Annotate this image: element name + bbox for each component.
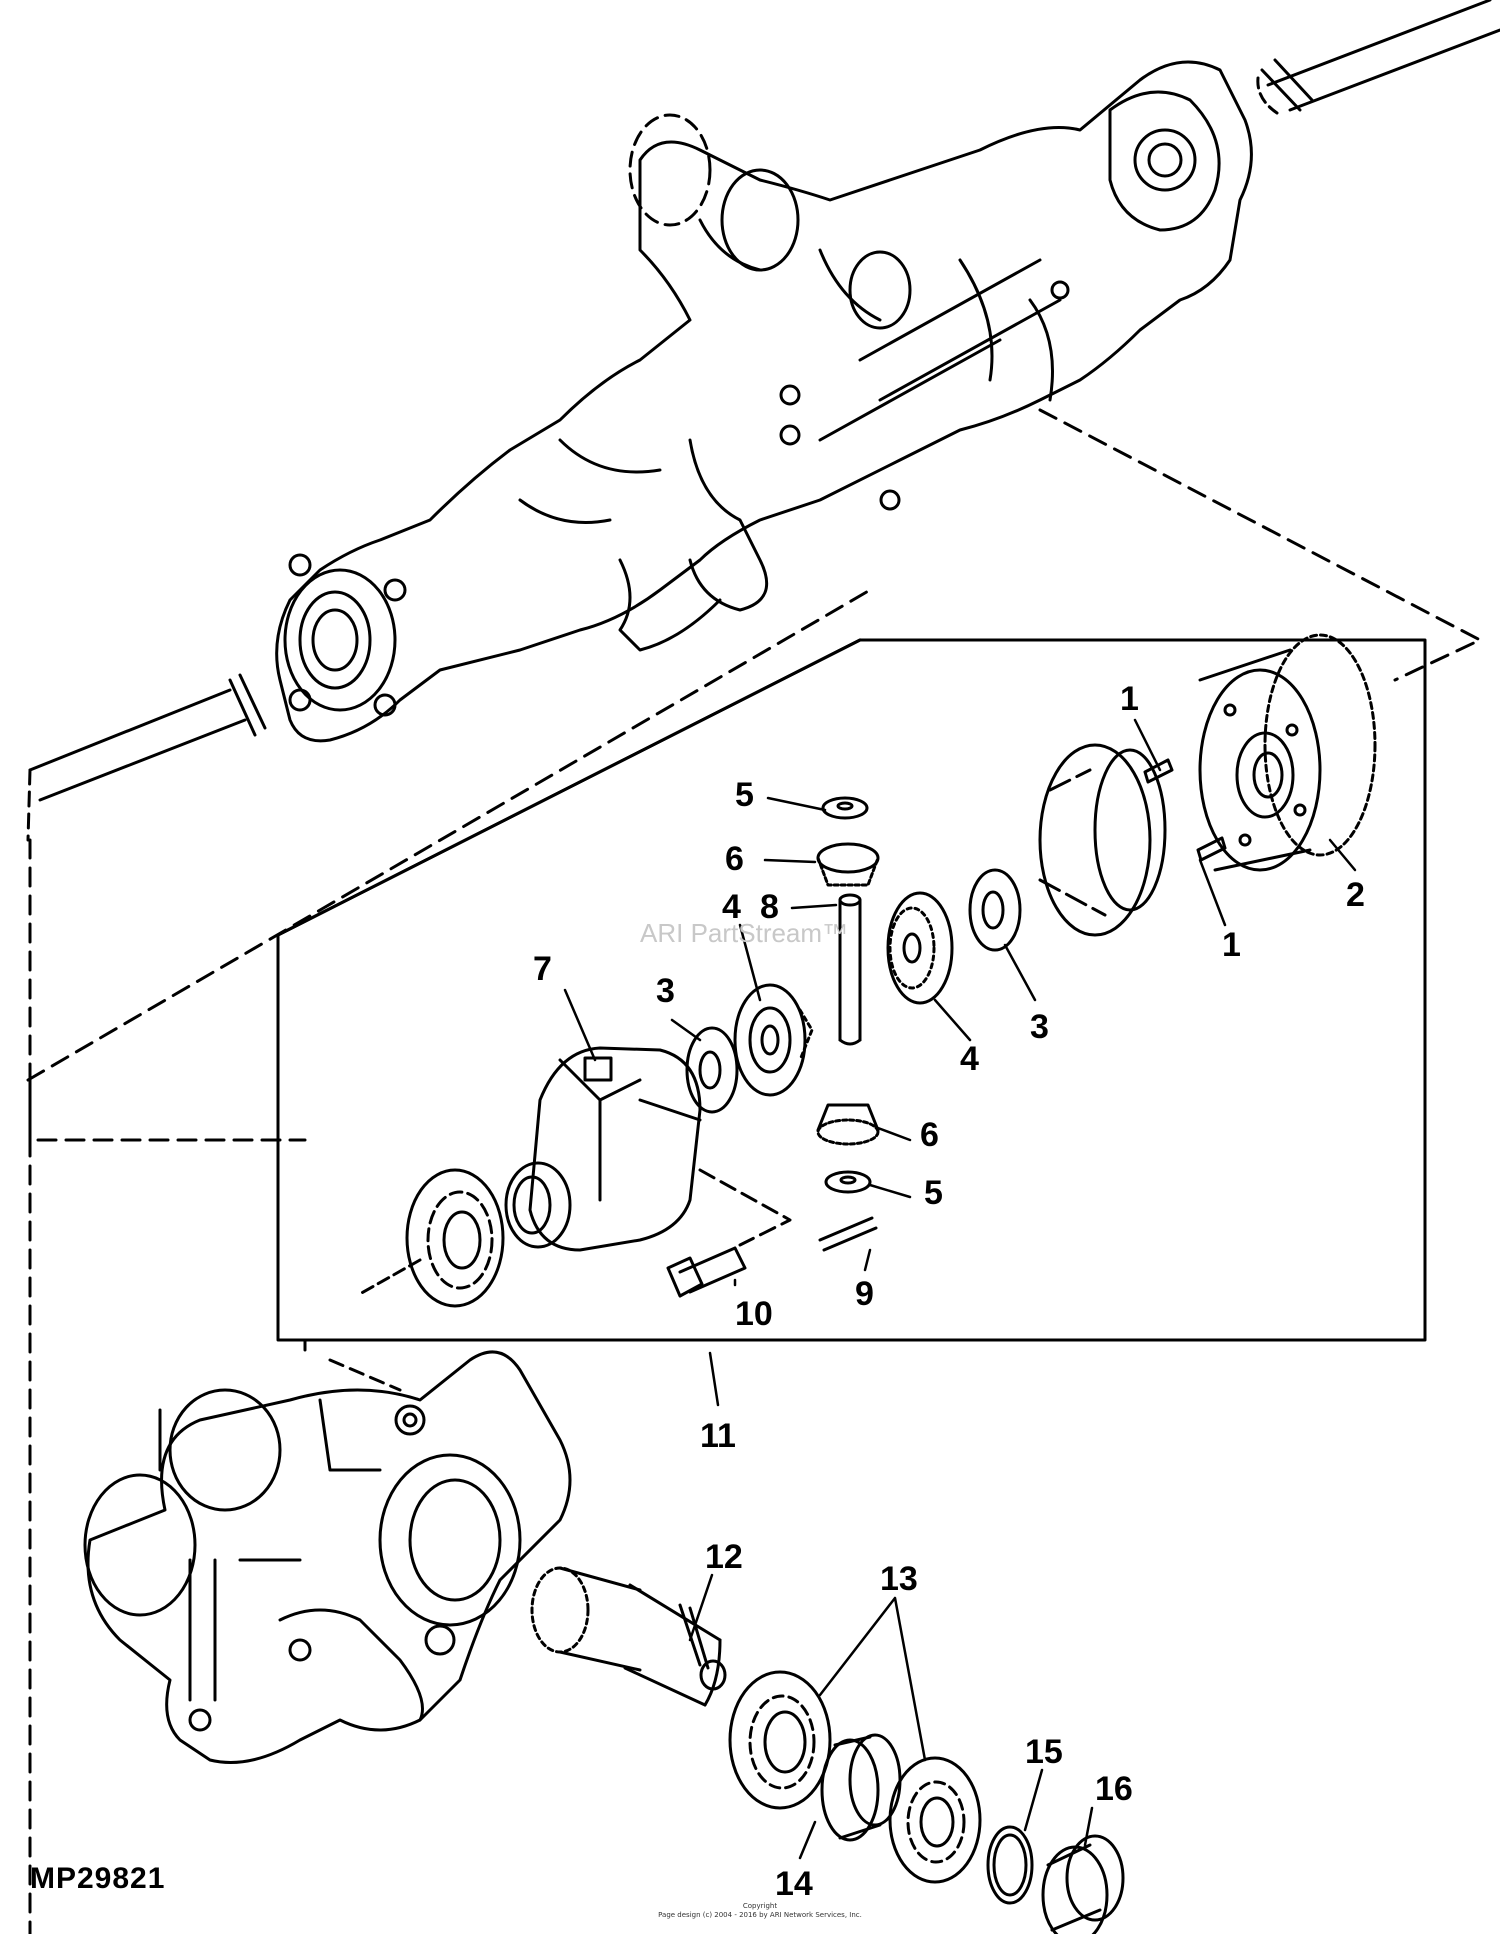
callout-11: 11 [700, 1417, 736, 1455]
callout-7: 7 [533, 950, 552, 988]
differential-case [504, 1046, 792, 1252]
pinion-shaft [530, 1566, 727, 1707]
callout-1-lower: 1 [1222, 926, 1241, 964]
pinion-gear-lower [816, 1103, 880, 1146]
callout-6-upper: 6 [725, 840, 744, 878]
case-bearing [405, 1168, 505, 1308]
thrust-washer-left [685, 1026, 739, 1114]
differential-assembly-outline [276, 638, 1427, 1342]
callout-14: 14 [775, 1865, 813, 1903]
callout-15: 15 [1025, 1733, 1063, 1771]
pinion-bearing-front [728, 1670, 832, 1810]
cap-screw [666, 1246, 747, 1298]
callout-8: 8 [760, 888, 779, 926]
pinion-bearing-rear [888, 1756, 982, 1884]
callout-4-left: 4 [722, 888, 741, 926]
oil-seal [1041, 1834, 1125, 1934]
callout-13: 13 [880, 1560, 918, 1598]
callout-3-left: 3 [656, 972, 675, 1010]
pinion-gear-upper [816, 842, 880, 887]
snap-ring [986, 1825, 1034, 1905]
callout-3-right: 3 [1030, 1008, 1049, 1046]
callout-10: 10 [735, 1295, 773, 1333]
spring-pin [818, 1216, 878, 1252]
bearing-spacer [820, 1733, 902, 1842]
callout-12: 12 [705, 1538, 743, 1576]
ring-gear [1198, 633, 1377, 872]
callout-5-lower: 5 [924, 1174, 943, 1212]
callout-16: 16 [1095, 1770, 1133, 1808]
side-gear-left [733, 983, 814, 1097]
assembly-leader-lines [26, 408, 1482, 1934]
dowel-pin-lower [1196, 836, 1227, 862]
copyright-notice: Copyright Page design (c) 2004 - 2016 by… [600, 1902, 920, 1920]
callout-4-right: 4 [960, 1040, 979, 1078]
callout-leaders [563, 718, 1357, 1860]
callout-2: 2 [1346, 876, 1365, 914]
thrust-washer-right [968, 868, 1022, 952]
transmission-housing [83, 1350, 572, 1764]
pinion-washer-upper [821, 796, 869, 820]
callout-9: 9 [855, 1275, 874, 1313]
axle-housing-assembly [26, 0, 1500, 842]
callout-labels: 1 1 2 3 3 4 4 5 5 6 6 7 8 9 10 11 12 13 … [533, 680, 1365, 1903]
bearing-leader [356, 1258, 422, 1297]
dowel-pin-upper [1143, 758, 1174, 784]
spider-pin [838, 893, 862, 1046]
callout-1-upper: 1 [1120, 680, 1139, 718]
copyright-line-2: Page design (c) 2004 - 2016 by ARI Netwo… [658, 1911, 862, 1919]
figure-id: MP29821 [30, 1862, 166, 1895]
copyright-line-1: Copyright [742, 1902, 778, 1910]
side-gear-right [886, 891, 954, 1005]
callout-6-lower: 6 [920, 1116, 939, 1154]
callout-5-upper: 5 [735, 776, 754, 814]
housing-leader [303, 1338, 402, 1392]
gear-housing-ring [1038, 743, 1167, 937]
box-corner-connector [276, 638, 862, 937]
watermark: ARI PartStream™ [640, 918, 848, 948]
pinion-washer-lower [824, 1170, 872, 1194]
